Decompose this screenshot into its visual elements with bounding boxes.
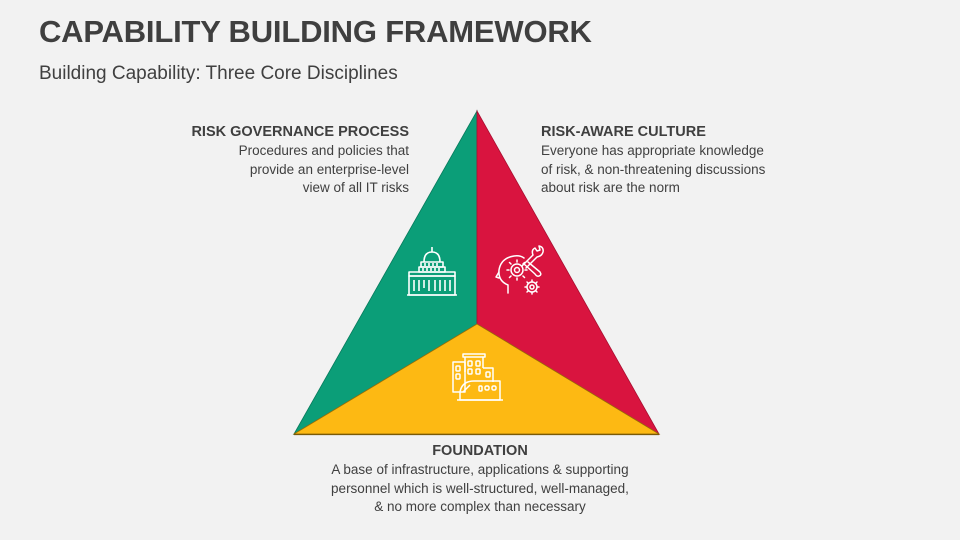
risk-aware-culture-line-1: Everyone has appropriate knowledge: [541, 143, 764, 158]
page-title: CAPABILITY BUILDING FRAMEWORK: [39, 14, 592, 49]
risk-governance-heading: RISK GOVERNANCE PROCESS: [191, 124, 409, 140]
foundation-description: FOUNDATION A base of infrastructure, app…: [290, 441, 670, 517]
risk-governance-line-3: view of all IT risks: [302, 180, 409, 195]
page-subtitle: Building Capability: Three Core Discipli…: [39, 63, 398, 84]
risk-aware-culture-line-3: about risk are the norm: [541, 180, 680, 195]
risk-aware-culture-line-2: of risk, & non-threatening discussions: [541, 161, 766, 177]
foundation-line-1: A base of infrastructure, applications &…: [331, 462, 629, 477]
foundation-line-3: & no more complex than necessary: [374, 499, 586, 514]
risk-governance-line-2: provide an enterprise-level: [249, 161, 409, 177]
capitol-building-icon: [407, 247, 457, 296]
head-gears-wrench-icon: [495, 245, 544, 295]
risk-aware-culture-heading: RISK-AWARE CULTURE: [541, 124, 706, 140]
foundation-heading: FOUNDATION: [432, 443, 528, 459]
risk-governance-line-1: Procedures and policies that: [238, 143, 409, 158]
foundation-line-2: personnel which is well-structured, well…: [331, 480, 629, 496]
risk-aware-culture-description: RISK-AWARE CULTURE Everyone has appropri…: [541, 122, 811, 198]
risk-governance-description: RISK GOVERNANCE PROCESS Procedures and p…: [149, 122, 409, 198]
city-buildings-train-icon: [452, 353, 503, 401]
